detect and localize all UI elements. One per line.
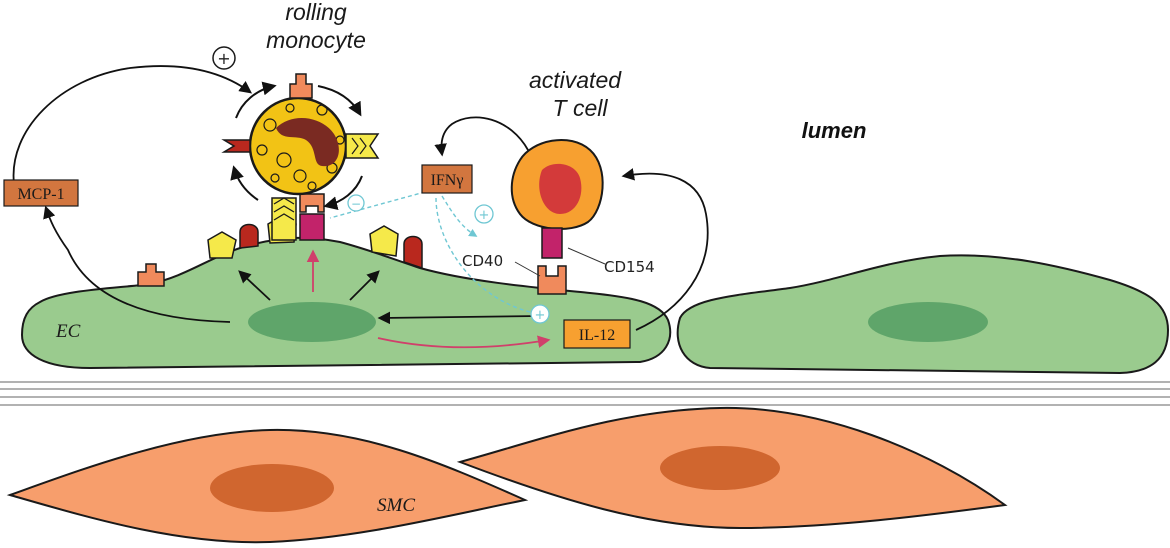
cd154-label: CD154 <box>604 258 655 276</box>
salmon-receptor <box>137 263 165 287</box>
arrow-nucleus-to-mcp1 <box>43 205 231 323</box>
arrow-il12-to-tcell <box>621 168 709 331</box>
yellow-receptor <box>207 231 237 259</box>
svg-text:+: + <box>535 308 546 323</box>
dashed-ifng-to-il12 <box>435 197 531 313</box>
il12-label: IL-12 <box>579 327 615 344</box>
arrow-cd40-to-nucleus <box>377 311 541 325</box>
smc-nucleus-left <box>210 464 334 512</box>
svg-text:+: + <box>479 208 490 223</box>
endothelial-cell-left <box>20 236 672 370</box>
basement-membrane <box>0 381 1170 406</box>
red-receptor <box>403 235 423 270</box>
yellow-receptor <box>369 225 399 257</box>
rolling-monocyte-title-line2: monocyte <box>266 27 366 53</box>
svg-text:+: + <box>217 49 230 68</box>
adhesion-complex <box>271 193 325 241</box>
arrow-nucleus-to-il12 <box>377 335 551 349</box>
t-cell-nucleus <box>539 163 582 214</box>
arrow-nucleus-up-left <box>238 270 271 301</box>
dashed-ifng-to-cd40 <box>441 195 478 237</box>
activated-tcell-title-line2: T cell <box>553 95 609 121</box>
ifng-label: IFNγ <box>431 172 464 189</box>
smc-label: SMC <box>377 495 415 516</box>
ifng-box: IFNγ <box>421 164 473 194</box>
plus-sign-cd40: + <box>474 204 494 224</box>
monocyte <box>221 73 380 196</box>
label-connectors <box>514 247 606 277</box>
monocyte-nucleus <box>276 117 339 167</box>
rolling-arrows <box>230 81 363 211</box>
lumen-label: lumen <box>802 118 867 143</box>
dashed-ifng-to-monocyte <box>329 189 433 219</box>
ec-nucleus-right <box>868 302 988 342</box>
cd40-label: CD40 <box>462 252 503 270</box>
monocyte-yellow-receptor <box>345 133 380 159</box>
il12-box: IL-12 <box>563 319 631 349</box>
mcp1-label: MCP-1 <box>17 186 64 203</box>
plus-sign-il12: + <box>530 304 550 324</box>
arrow-mcp1-to-monocyte <box>12 65 253 185</box>
ec-nucleus-left <box>248 302 376 342</box>
mcp1-box: MCP-1 <box>3 179 79 207</box>
ec-label: EC <box>55 321 81 342</box>
svg-text:−: − <box>351 197 361 211</box>
cd40-receptor <box>537 265 567 295</box>
cd154-stalk <box>541 227 563 259</box>
arrow-tcell-to-ifng <box>434 116 529 157</box>
minus-sign-ifng: − <box>347 194 365 212</box>
monocyte-top-receptor <box>289 73 313 99</box>
regulation-dashed <box>329 189 531 313</box>
smc-nucleus-right <box>660 446 780 490</box>
activated-tcell-title-line1: activated <box>529 67 622 93</box>
t-cell <box>510 138 604 295</box>
arrow-nucleus-up-right <box>349 270 380 301</box>
rolling-monocyte-title-line1: rolling <box>285 0 347 25</box>
plus-sign-top: + <box>212 46 236 70</box>
pathway-arrows-black <box>12 65 709 331</box>
red-receptor <box>239 223 259 249</box>
pathway-arrows-pink <box>306 249 551 349</box>
monocyte-red-receptor <box>221 139 251 153</box>
